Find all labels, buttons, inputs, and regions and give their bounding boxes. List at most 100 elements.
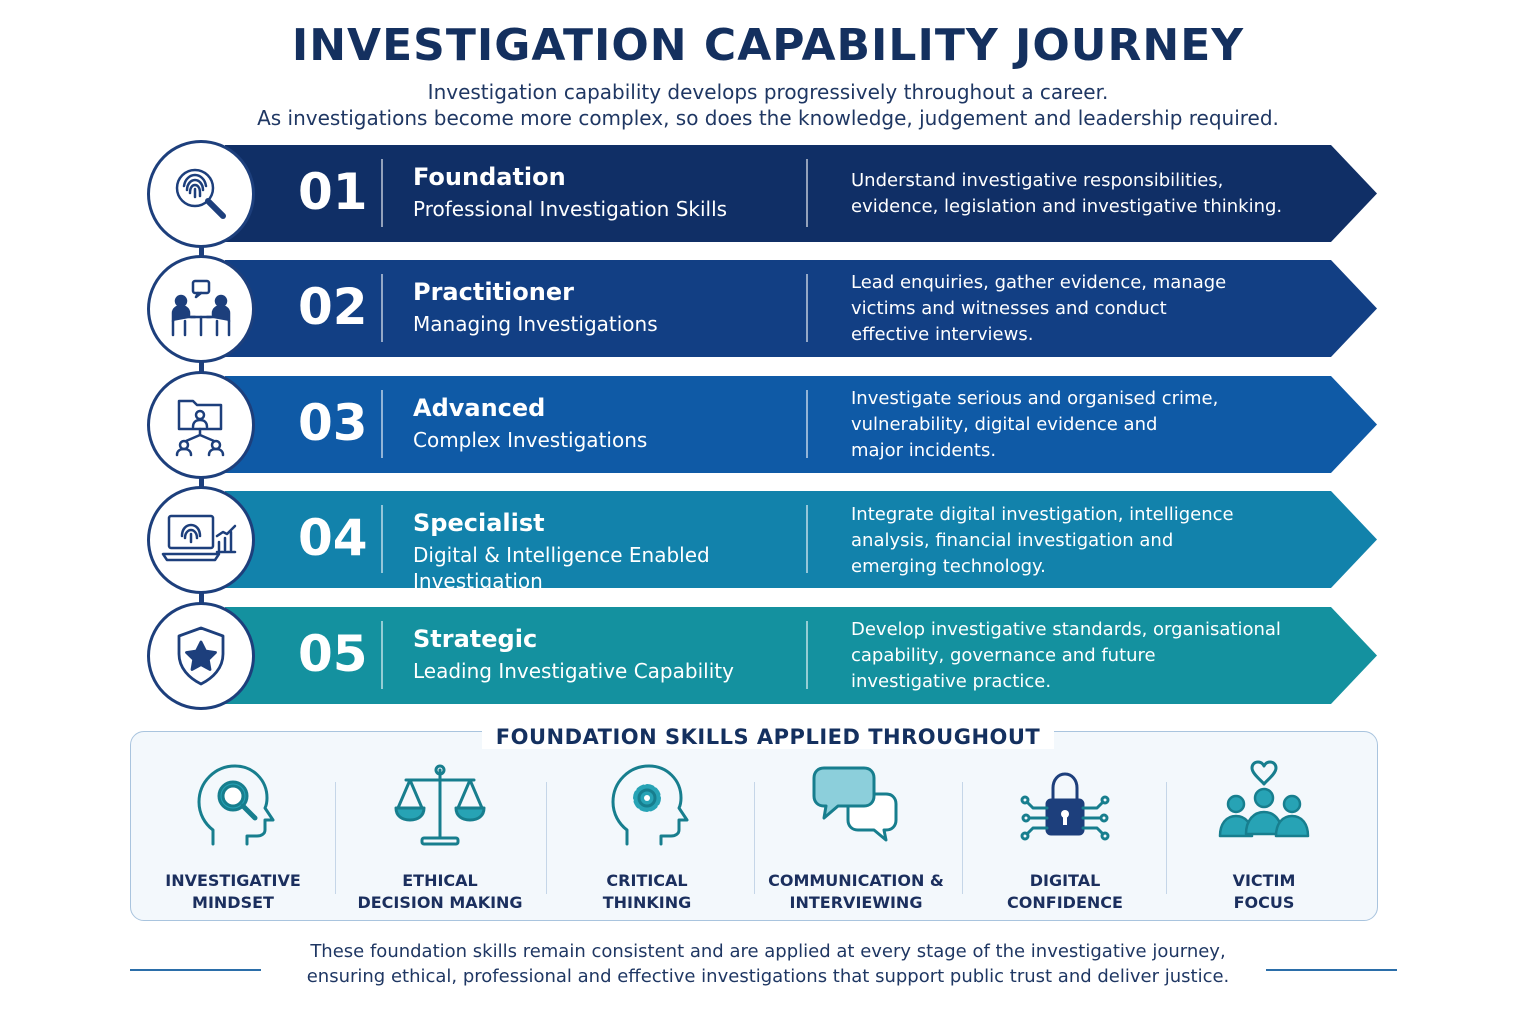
skill-label: INVESTIGATIVE MINDSET	[133, 870, 333, 914]
stage-banner	[225, 607, 1377, 704]
stage-03: 03 Advanced Complex Investigations Inves…	[0, 371, 1536, 479]
stage-number: 02	[298, 278, 368, 336]
skill-label-line: VICTIM	[1232, 871, 1296, 890]
stage-description-line: Lead enquiries, gather evidence, manage	[851, 272, 1227, 293]
skill-divider	[335, 782, 336, 894]
stage-description: Lead enquiries, gather evidence, manage …	[851, 270, 1311, 348]
stage-number: 01	[298, 163, 368, 221]
foundation-skills-title: FOUNDATION SKILLS APPLIED THROUGHOUT	[481, 725, 1055, 749]
stage-number: 05	[298, 625, 368, 683]
stage-icon-circle	[147, 602, 255, 710]
skill-divider	[1166, 782, 1167, 894]
stage-focus-line: Managing Investigations	[413, 312, 658, 336]
interview-icon	[171, 279, 231, 337]
footer-rule-right	[1266, 969, 1397, 971]
skill-label: DIGITAL CONFIDENCE	[965, 870, 1165, 914]
skill-label: ETHICAL DECISION MAKING	[340, 870, 540, 914]
stage-level: Specialist	[413, 509, 545, 537]
stage-description-line: evidence, legislation and investigative …	[851, 196, 1283, 217]
stage-description-line: victims and witnesses and conduct	[851, 298, 1167, 319]
skill-divider	[962, 782, 963, 894]
stage-level: Strategic	[413, 625, 538, 653]
stage-description-line: major incidents.	[851, 440, 997, 461]
stage-level: Foundation	[413, 163, 566, 191]
skill-label-line: MINDSET	[192, 893, 274, 912]
skill-label-line: THINKING	[602, 893, 692, 912]
footer-line-2: ensuring ethical, professional and effec…	[306, 966, 1230, 987]
stage-description-line: investigative practice.	[851, 671, 1052, 692]
skill-ethical-decision-making: ETHICAL DECISION MAKING	[340, 760, 540, 914]
stage-icon-circle	[147, 255, 255, 363]
skill-divider	[754, 782, 755, 894]
stage-description-line: analysis, financial investigation and	[851, 530, 1174, 551]
stage-icon-circle	[147, 371, 255, 479]
stage-divider	[381, 159, 383, 227]
stage-banner	[225, 491, 1377, 588]
laptop-analytics-icon	[161, 514, 237, 562]
stage-divider	[806, 390, 808, 458]
stage-description-line: effective interviews.	[851, 324, 1034, 345]
stage-banner	[225, 260, 1377, 357]
stage-description-line: emerging technology.	[851, 556, 1046, 577]
skill-label: COMMUNICATION & INTERVIEWING	[756, 870, 956, 914]
skill-label-line: CONFIDENCE	[1007, 893, 1123, 912]
stage-description-line: Investigate serious and organised crime,	[851, 388, 1219, 409]
stage-description-line: vulnerability, digital evidence and	[851, 414, 1158, 435]
stage-description-line: Integrate digital investigation, intelli…	[851, 504, 1234, 525]
skill-label: CRITICAL THINKING	[547, 870, 747, 914]
stage-banner	[225, 145, 1377, 242]
stage-divider	[381, 274, 383, 342]
head-gear-icon	[611, 764, 689, 846]
stage-focus: Complex Investigations	[413, 427, 773, 453]
stage-description-line: Understand investigative responsibilitie…	[851, 170, 1224, 191]
stage-icon-circle	[147, 140, 255, 248]
stage-focus-line: Digital & Intelligence Enabled	[413, 543, 710, 567]
fingerprint-magnifier-icon	[175, 168, 226, 219]
footer-rule-left	[130, 969, 261, 971]
stage-description-line: capability, governance and future	[851, 645, 1156, 666]
speech-bubbles-icon	[812, 766, 898, 842]
stage-focus: Leading Investigative Capability	[413, 658, 773, 684]
stage-number: 03	[298, 394, 368, 452]
skill-label-line: DIGITAL	[1029, 871, 1101, 890]
stage-divider	[806, 159, 808, 227]
skill-digital-confidence: DIGITAL CONFIDENCE	[965, 760, 1165, 914]
stage-05: 05 Strategic Leading Investigative Capab…	[0, 602, 1536, 710]
subtitle-line-2: As investigations become more complex, s…	[257, 106, 1279, 130]
stage-description: Integrate digital investigation, intelli…	[851, 502, 1311, 580]
stage-level: Practitioner	[413, 278, 574, 306]
stage-focus-line: Professional Investigation Skills	[413, 197, 728, 221]
stage-focus: Professional Investigation Skills	[413, 196, 773, 222]
skill-label-line: FOCUS	[1233, 893, 1295, 912]
stage-description: Investigate serious and organised crime,…	[851, 386, 1311, 464]
scales-icon	[394, 764, 486, 846]
stage-focus: Digital & Intelligence Enabled Investiga…	[413, 542, 773, 594]
stage-02: 02 Practitioner Managing Investigations …	[0, 255, 1536, 363]
stage-01: 01 Foundation Professional Investigation…	[0, 140, 1536, 248]
skill-investigative-mindset: INVESTIGATIVE MINDSET	[133, 760, 333, 914]
stage-divider	[381, 390, 383, 458]
stage-divider	[806, 505, 808, 573]
shield-star-icon	[177, 626, 225, 686]
skill-communication-interviewing: COMMUNICATION & INTERVIEWING	[756, 760, 956, 914]
stage-number: 04	[298, 509, 368, 567]
skill-label-line: DECISION MAKING	[357, 893, 523, 912]
stage-description: Develop investigative standards, organis…	[851, 617, 1311, 695]
network-folder-icon	[175, 399, 225, 457]
stage-divider	[381, 505, 383, 573]
stage-divider	[381, 621, 383, 689]
stage-icon-circle	[147, 486, 255, 594]
skill-divider	[546, 782, 547, 894]
stage-level: Advanced	[413, 394, 546, 422]
skill-label-line: CRITICAL	[606, 871, 688, 890]
people-heart-icon	[1218, 760, 1310, 838]
foundation-skills-title-wrap: FOUNDATION SKILLS APPLIED THROUGHOUT	[0, 725, 1536, 749]
stage-banner	[225, 376, 1377, 473]
stage-focus-line: Complex Investigations	[413, 428, 648, 452]
stage-focus: Managing Investigations	[413, 311, 773, 337]
subtitle-line-1: Investigation capability develops progre…	[427, 80, 1109, 104]
footer-line-1: These foundation skills remain consisten…	[310, 941, 1226, 962]
skill-victim-focus: VICTIM FOCUS	[1164, 760, 1364, 914]
stage-04: 04 Specialist Digital & Intelligence Ena…	[0, 486, 1536, 594]
stage-divider	[806, 274, 808, 342]
